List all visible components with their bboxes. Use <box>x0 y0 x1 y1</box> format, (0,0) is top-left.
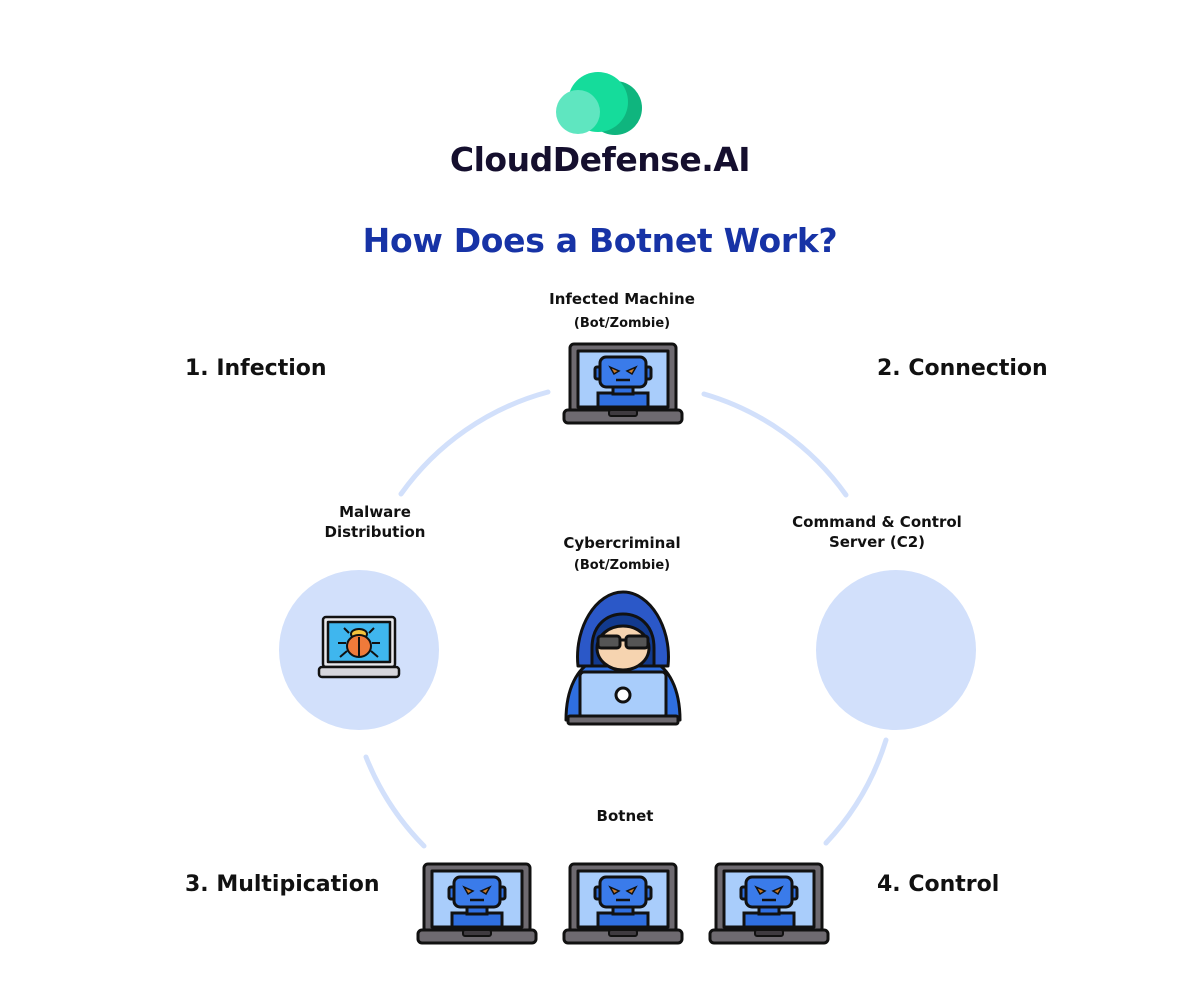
cybercriminal-sublabel: (Bot/Zombie) <box>573 558 671 573</box>
arc-control <box>823 737 889 846</box>
c2-server-bubble <box>816 570 976 730</box>
step-control: 4. Control <box>877 872 1000 897</box>
step-infection: 1. Infection <box>185 356 327 381</box>
brand-name: CloudDefense.AI <box>449 140 751 179</box>
botnet-robot-laptop-icon <box>416 862 538 945</box>
hacker-icon <box>564 590 682 726</box>
malware-distribution-label-line2: Distribution <box>324 523 426 541</box>
c2-label-line1: Command & Control <box>792 513 962 531</box>
bug-laptop-icon <box>317 615 401 679</box>
cybercriminal-label: Cybercriminal <box>563 534 681 552</box>
infected-machine-label: Infected Machine <box>549 290 695 308</box>
step-connection: 2. Connection <box>877 356 1048 381</box>
robot-laptop-icon <box>562 342 684 425</box>
c2-label-line2: Server (C2) <box>828 533 926 551</box>
botnet-robot-laptop-icon <box>562 862 684 945</box>
page-title: How Does a Botnet Work? <box>362 221 838 260</box>
cloud-logo-icon <box>556 72 642 135</box>
malware-distribution-label-line1: Malware <box>339 503 411 521</box>
botnet-robot-laptop-icon <box>708 862 830 945</box>
step-multiplication: 3. Multipication <box>185 872 380 897</box>
arc-multiplication <box>363 754 427 849</box>
botnet-label: Botnet <box>596 807 654 825</box>
arc-connection <box>701 391 849 498</box>
infected-machine-sublabel: (Bot/Zombie) <box>573 316 671 331</box>
arc-infection <box>398 389 551 497</box>
